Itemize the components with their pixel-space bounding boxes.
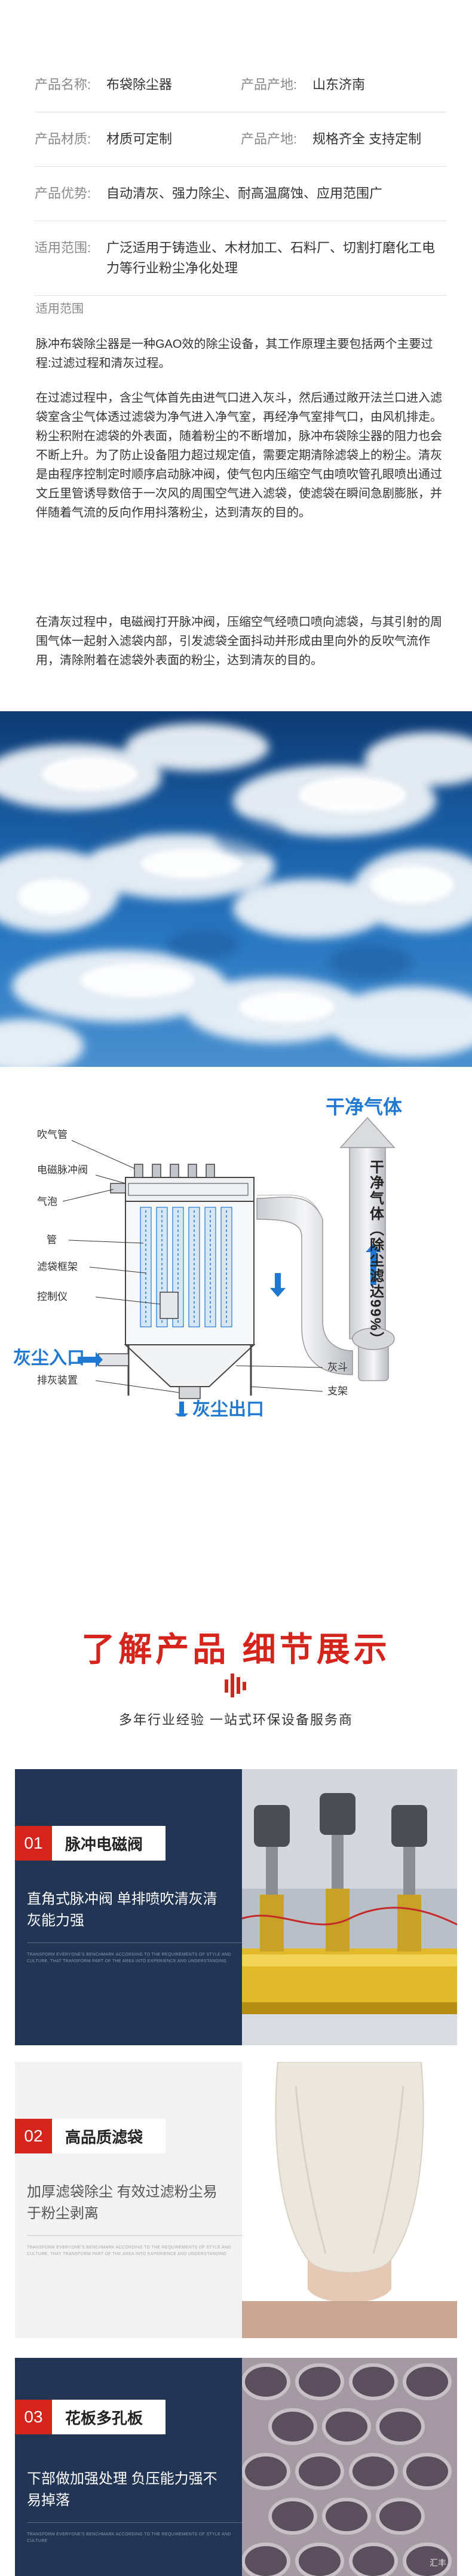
spec-table: 产品名称: 布袋除尘器 产品产地: 山东济南 产品材质: 材质可定制 产品产地: 规格齐…: [35, 57, 447, 296]
description-paragraph: 在清灰过程中，电磁阀打开脉冲阀，压缩空气经喷口喷向滤袋，与其引射的周围气体一起射…: [36, 616, 442, 667]
outlet-label: 灰尘出口: [192, 1400, 264, 1417]
card-number: 03: [15, 2400, 52, 2434]
card-title: 脉冲电磁阀: [52, 1826, 165, 1861]
spec-label: 产品材质:: [35, 131, 91, 146]
label-filter-frame: 滤袋框架: [37, 1261, 78, 1272]
filter-bag-photo: [242, 2062, 457, 2338]
clean-gas-vertical: 干净气体（除尘滤达99%）: [367, 1159, 385, 1347]
down-arrow-icon: [175, 1402, 188, 1419]
spec-label: 产品优势:: [35, 186, 91, 201]
spec-value: 规格齐全 支持定制: [312, 131, 422, 146]
card-text: 直角式脉冲阀 单排喷吹清灰清灰能力强: [27, 1891, 217, 1929]
spec-row-scope: 适用范围: 广泛适用于铸造业、木材加工、石料厂、切割打磨化工电力等行业粉尘净化处理: [35, 221, 447, 296]
card-badge: 02 高品质滤袋: [15, 2119, 165, 2153]
spec-value: 材质可定制: [106, 131, 173, 146]
spec-value: 广泛适用于铸造业、木材加工、石料厂、切割打磨化工电力等行业粉尘净化处理: [106, 240, 436, 276]
divider: [27, 2522, 254, 2523]
collector-body: [98, 1164, 256, 1399]
watermark: 汇丰: [430, 2558, 446, 2568]
inlet-label: 灰尘入口: [13, 1348, 85, 1368]
label-pulse-valve: 电磁脉冲阀: [37, 1164, 88, 1176]
spec-value: 山东济南: [312, 77, 366, 92]
feature-card-plate: 03 花板多孔板 下部做加强处理 负压能力强不易掉落 TRANSFORM EVE…: [15, 2358, 457, 2576]
card-badge: 03 花板多孔板: [15, 2400, 165, 2434]
card-fine-print: TRANSFORM EVERYONE'S BENCHMARK ACCORDING…: [27, 2245, 231, 2256]
card-number: 01: [15, 1826, 52, 1861]
card-number: 02: [15, 2119, 52, 2153]
card-fine-print: TRANSFORM EVERYONE'S BENCHMARK ACCORDING…: [27, 2532, 231, 2543]
card-title: 花板多孔板: [52, 2400, 165, 2434]
spec-label: 产品产地:: [241, 77, 298, 92]
card-badge: 01 脉冲电磁阀: [15, 1826, 165, 1861]
right-arrow-icon: [78, 1352, 103, 1367]
label-support: 支架: [327, 1385, 348, 1397]
feature-card-filter-bag: 02 高品质滤袋 加厚滤袋除尘 有效过滤粉尘易于粉尘剥离 TRANSFORM E…: [15, 2062, 457, 2338]
divider: [27, 1942, 254, 1943]
sky-cloud-photo: [0, 711, 472, 1067]
orifice-plate-photo: 汇丰: [242, 2358, 457, 2576]
section-heading: 了解产品 细节展示: [81, 1630, 391, 1668]
spec-row-name: 产品名称: 布袋除尘器 产品产地: 山东济南: [35, 57, 447, 112]
spec-label: 产品名称:: [35, 77, 91, 92]
description-paragraph: 在过滤过程中，含尘气体首先由进气口进入灰斗，然后通过敞开法兰口进入滤袋室含尘气体…: [36, 391, 442, 519]
clean-gas-title: 干净气体: [326, 1096, 402, 1118]
outlet-duct: [256, 1197, 353, 1375]
card-text: 加厚滤袋除尘 有效过滤粉尘易于粉尘剥离: [27, 2184, 217, 2222]
card-text: 下部做加强处理 负压能力强不易掉落: [27, 2471, 217, 2508]
card-title: 高品质滤袋: [52, 2119, 165, 2153]
dust-collector-diagram: 吹气管 电磁脉冲阀 气泡 管 滤袋框架 控制仪 排灰装置 灰斗 支架 干净气体 …: [0, 1094, 472, 1419]
clean-gas-chimney: [339, 1116, 396, 1381]
description-paragraph: 脉冲布袋除尘器是一种GAO效的除尘设备，其工作原理主要包括两个主要过程:过滤过程…: [36, 338, 433, 370]
diagram-svg: 吹气管 电磁脉冲阀 气泡 管 滤袋框架 控制仪 排灰装置 灰斗 支架 干净气体 …: [13, 1096, 402, 1419]
label-discharge: 排灰装置: [37, 1375, 78, 1386]
cloud-illustration: [0, 723, 472, 1067]
spec-label: 产品产地:: [241, 131, 298, 146]
bar-icon: [225, 1674, 246, 1697]
up-arrow-icon: [366, 1243, 381, 1285]
label-pipe: 管: [47, 1234, 57, 1246]
label-blow-pipe: 吹气管: [37, 1129, 68, 1140]
pulse-valve-photo: [242, 1769, 457, 2045]
section-subtitle: 多年行业经验 一站式环保设备服务商: [118, 1712, 354, 1727]
spec-row-material: 产品材质: 材质可定制 产品产地: 规格齐全 支持定制: [35, 112, 447, 167]
spec-row-advantage: 产品优势: 自动清灰、强力除尘、耐高温腐蚀、应用范围广: [35, 167, 447, 221]
card-fine-print: TRANSFORM EVERYONE'S BENCHMARK ACCORDING…: [27, 1953, 231, 1963]
spec-value: 自动清灰、强力除尘、耐高温腐蚀、应用范围广: [106, 186, 383, 201]
spec-value: 布袋除尘器: [106, 77, 173, 92]
label-hopper: 灰斗: [327, 1362, 348, 1373]
label-controller: 控制仪: [37, 1291, 68, 1302]
spec-label: 适用范围:: [35, 240, 91, 255]
section-label: 适用范围: [36, 302, 84, 316]
feature-card-pulse-valve: 01 脉冲电磁阀 直角式脉冲阀 单排喷吹清灰清灰能力强 TRANSFORM EV…: [15, 1769, 457, 2045]
divider: [27, 2235, 254, 2236]
label-air-bag: 气泡: [37, 1196, 57, 1207]
